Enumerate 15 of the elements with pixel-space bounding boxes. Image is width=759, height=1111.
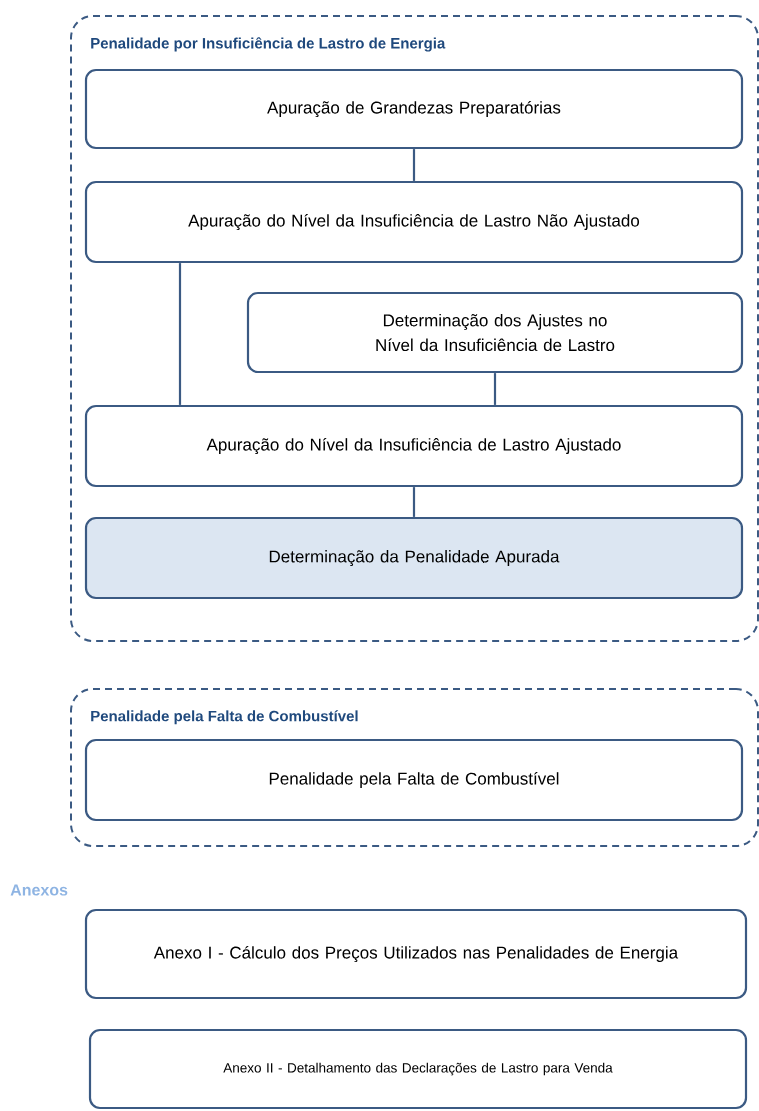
connector-line [493, 373, 497, 405]
process-box: Determinação da Penalidade Apurada [84, 516, 744, 600]
group-heading: Penalidade pela Falta de Combustível [91, 710, 358, 725]
process-box: Penalidade pela Falta de Combustível [84, 738, 744, 822]
connector-line [412, 487, 416, 517]
process-box: Anexo I - Cálculo dos Preços Utilizados nas Penalidades de Energia [84, 908, 748, 1000]
process-box: Apuração do Nível da Insuficiência de Lastro Ajustado [84, 404, 744, 488]
connector-line [178, 263, 182, 405]
section-heading: Anexos [10, 884, 68, 896]
process-box: Determinação dos Ajustes no Nível da Insuficiência de Lastro [246, 291, 744, 374]
process-box: Apuração de Grandezas Preparatórias [84, 68, 744, 150]
group-heading: Penalidade por Insuficiência de Lastro de Energia [91, 37, 446, 52]
connector-line [412, 149, 416, 181]
process-box: Apuração do Nível da Insuficiência de Lastro Não Ajustado [84, 180, 744, 264]
process-box: Anexo II - Detalhamento das Declarações de Lastro para Venda [88, 1028, 748, 1110]
